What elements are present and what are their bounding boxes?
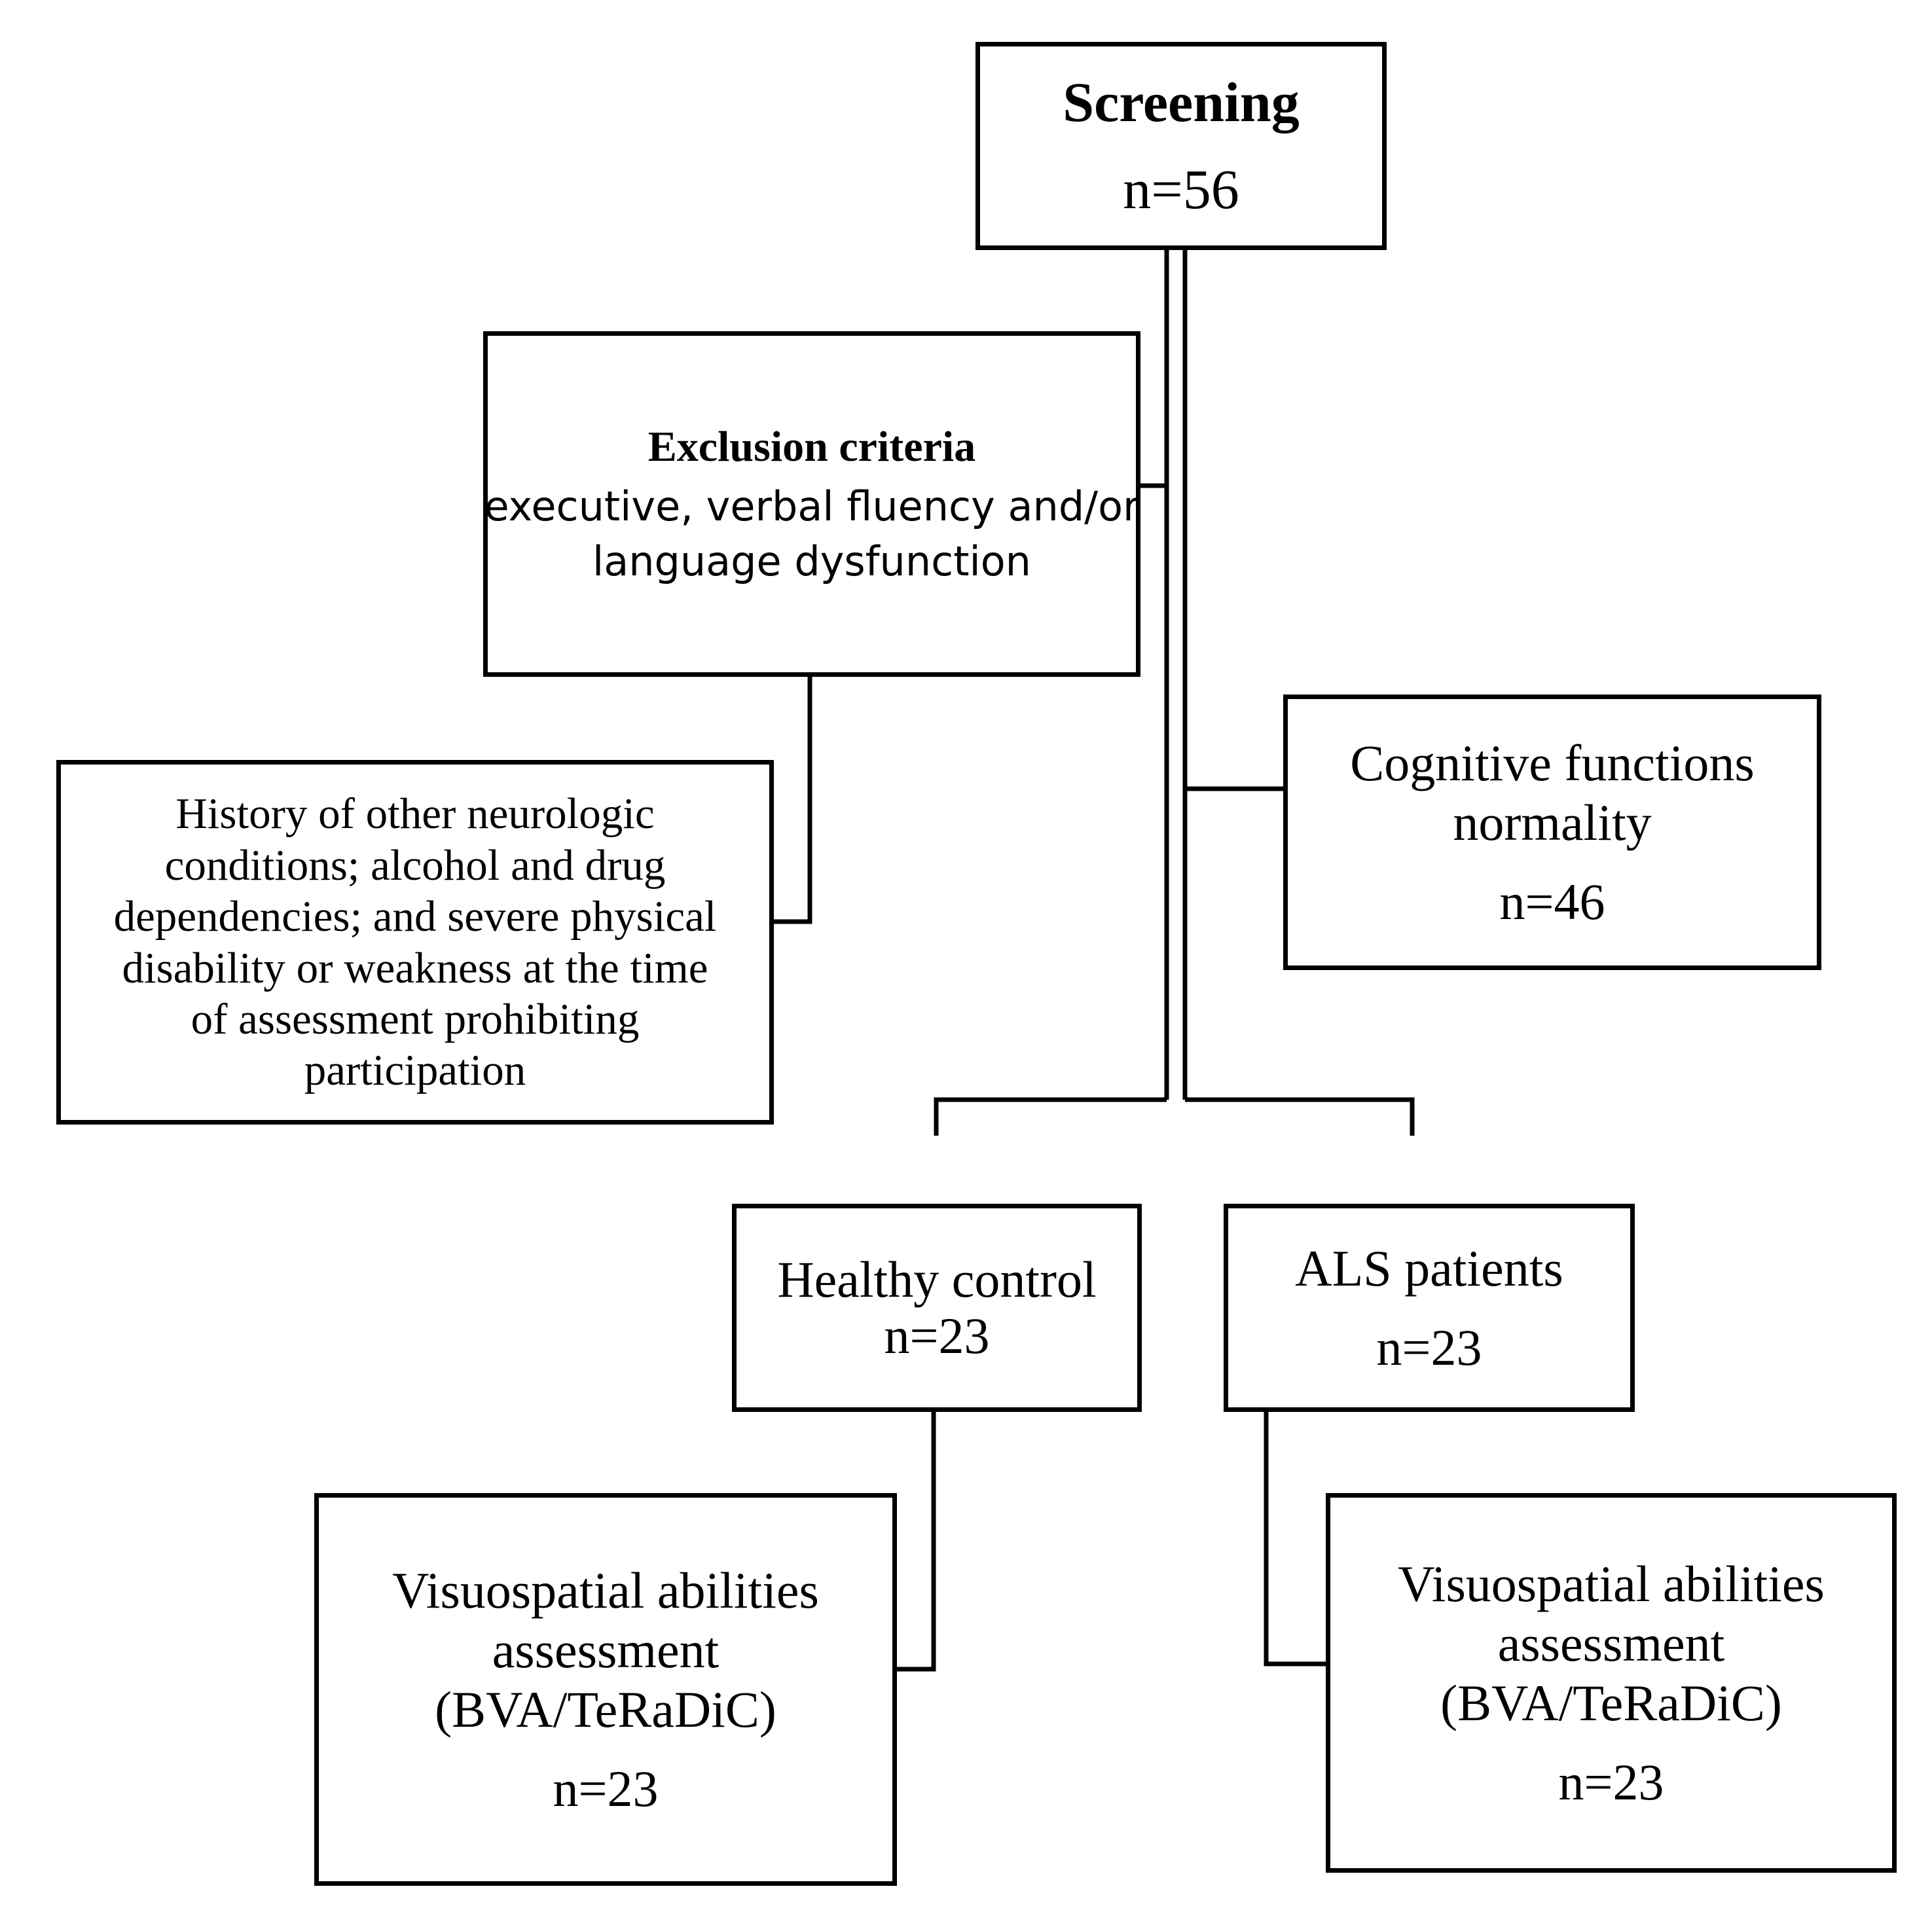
visuo-right-line-3: (BVA/TeRaDiC) (1440, 1674, 1782, 1731)
healthy-control-box: Healthy control n=23 (732, 1204, 1142, 1412)
als-branch (1185, 1097, 1415, 1136)
visuo-left-count: n=23 (553, 1760, 659, 1818)
screening-box: Screening n=56 (975, 42, 1387, 250)
history-connector (774, 677, 812, 924)
screening-title: Screening (1063, 70, 1300, 134)
exclusion-history-box: History of other neurologic conditions; … (56, 760, 774, 1125)
healthy-count: n=23 (884, 1307, 990, 1364)
visuospatial-assessment-control-box: Visuospatial abilities assessment (BVA/T… (314, 1493, 897, 1886)
history-line-4: disability or weakness at the time (122, 943, 708, 992)
cognitive-normality-box: Cognitive functions normality n=46 (1283, 694, 1821, 970)
visuo-left-line-2: assessment (492, 1621, 720, 1678)
visuo-right-line-2: assessment (1497, 1614, 1725, 1672)
healthy-branch (934, 1097, 1167, 1136)
visuo-left-line-3: (BVA/TeRaDiC) (435, 1681, 776, 1738)
history-line-1: History of other neurologic (175, 789, 655, 839)
visuospatial-assessment-als-box: Visuospatial abilities assessment (BVA/T… (1326, 1493, 1897, 1873)
history-line-3: dependencies; and severe physical (113, 892, 717, 941)
visuo-right-count: n=23 (1558, 1754, 1664, 1811)
als-count: n=23 (1376, 1319, 1482, 1376)
exclusion-title: Exclusion criteria (647, 423, 976, 471)
exclusion-description-line-2: language dysfunction (592, 537, 1031, 585)
history-line-6: participation (304, 1046, 526, 1095)
healthy-label: Healthy control (777, 1251, 1097, 1308)
als-patients-box: ALS patients n=23 (1224, 1204, 1635, 1412)
exclusion-criteria-box: Exclusion criteria executive, verbal flu… (483, 331, 1140, 677)
visuo-right-line-1: Visuospatial abilities (1398, 1555, 1825, 1612)
cognitive-count: n=46 (1499, 873, 1605, 931)
history-line-2: conditions; alcohol and drug (164, 840, 666, 890)
exclusion-description-line-1: executive, verbal fluency and/or (484, 482, 1140, 531)
visuo-left-line-1: Visuospatial abilities (392, 1561, 819, 1619)
healthy-to-visuo-connector (897, 1412, 936, 1672)
history-line-5: of assessment prohibiting (191, 994, 640, 1043)
als-label: ALS patients (1295, 1239, 1563, 1297)
screening-count: n=56 (1123, 158, 1239, 221)
cognitive-line-2: normality (1453, 793, 1652, 851)
cognitive-line-1: Cognitive functions (1350, 734, 1755, 791)
als-to-visuo-connector (1264, 1412, 1326, 1667)
